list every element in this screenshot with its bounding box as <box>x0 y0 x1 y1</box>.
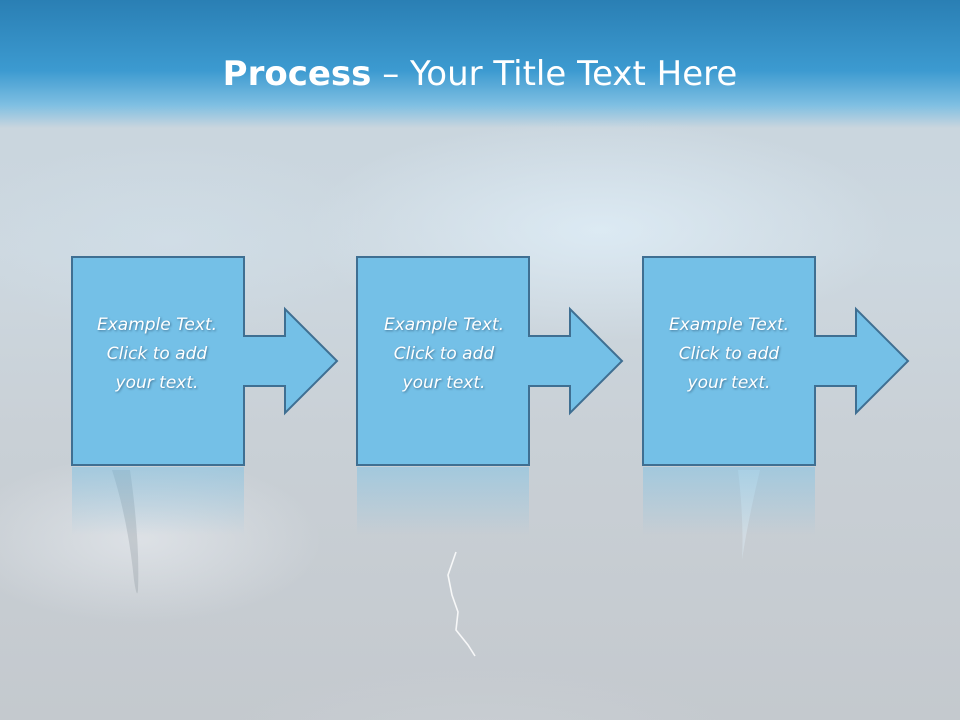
process-step-3[interactable] <box>642 256 910 535</box>
process-step-2[interactable] <box>356 256 624 535</box>
step-3-reflection <box>643 467 815 535</box>
step-1-reflection <box>72 467 244 535</box>
title-rest: Your Title Text Here <box>410 54 738 94</box>
lightning-bolt <box>447 551 476 657</box>
title-bold: Process <box>222 54 372 94</box>
step-3-line-3: your text. <box>687 373 771 393</box>
step-3-line-2: Click to add <box>678 344 780 364</box>
step-2-arrow-shape[interactable] <box>356 256 624 466</box>
step-3-text[interactable]: Example Text. Click to add your text. <box>643 311 815 398</box>
step-3-line-1: Example Text. <box>668 315 790 335</box>
step-2-line-1: Example Text. <box>383 315 505 335</box>
step-1-text[interactable]: Example Text. Click to add your text. <box>71 311 243 398</box>
page-title: Process – Your Title Text Here <box>0 52 960 96</box>
step-1-line-3: your text. <box>115 373 199 393</box>
step-1-line-1: Example Text. <box>96 315 218 335</box>
step-3-arrow-shape[interactable] <box>642 256 910 466</box>
title-dash: – <box>371 54 411 94</box>
step-1-arrow-shape[interactable] <box>71 256 339 466</box>
step-2-line-3: your text. <box>402 373 486 393</box>
title-bar <box>0 0 960 128</box>
step-2-reflection <box>357 467 529 535</box>
step-2-line-2: Click to add <box>393 344 495 364</box>
process-step-1[interactable] <box>71 256 339 535</box>
step-2-text[interactable]: Example Text. Click to add your text. <box>358 311 530 398</box>
step-1-line-2: Click to add <box>106 344 208 364</box>
